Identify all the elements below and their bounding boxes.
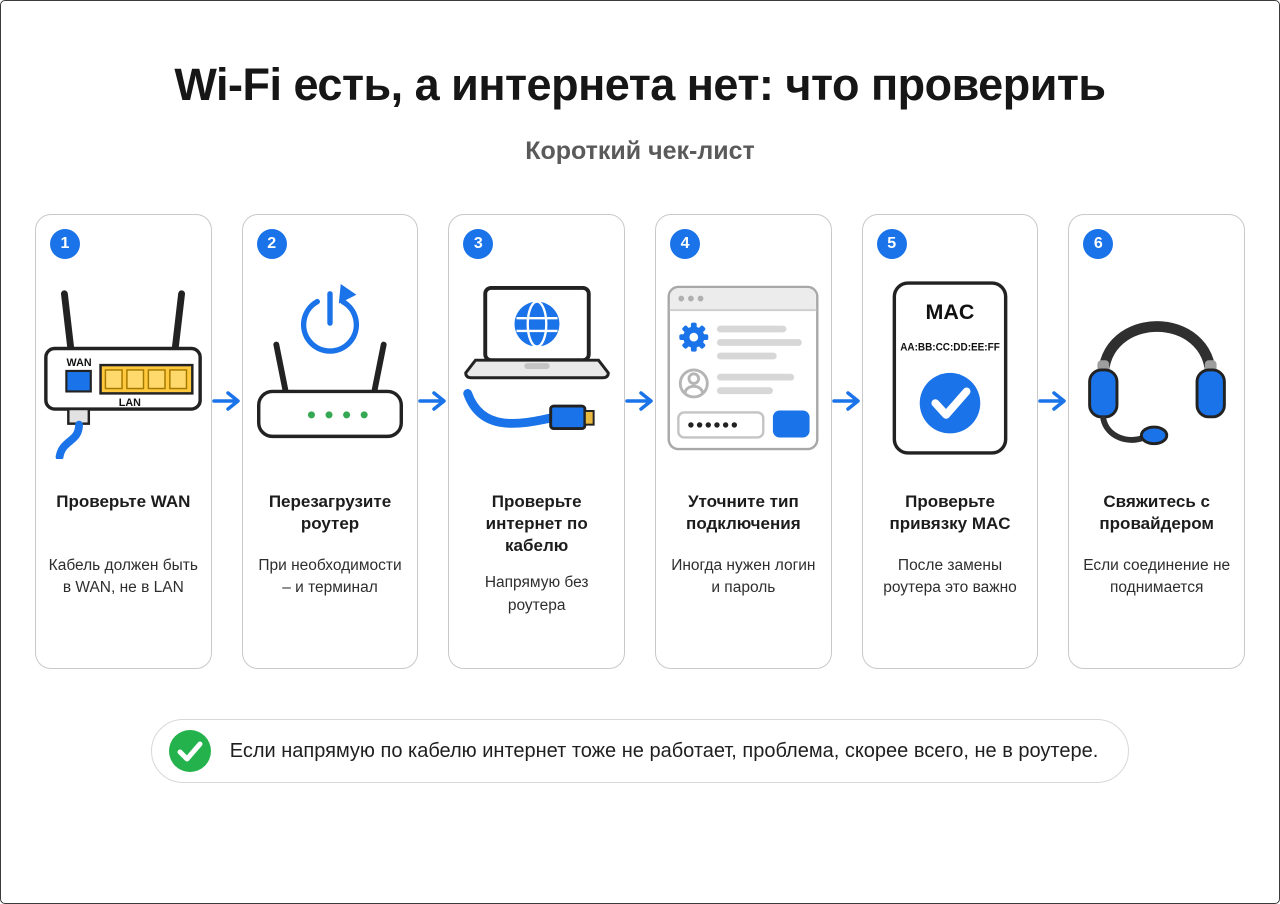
arrow-icon bbox=[625, 390, 655, 412]
step-card-4: 4 bbox=[655, 214, 832, 669]
step-number-badge: 6 bbox=[1083, 229, 1114, 259]
mac-card-title: MAC bbox=[926, 300, 975, 324]
router-wan-svg: WAN LAN bbox=[44, 289, 203, 459]
page-subtitle: Короткий чек-лист bbox=[525, 137, 755, 165]
arrow-icon bbox=[211, 390, 242, 412]
footer-note-text: Если напрямую по кабелю интернет тоже не… bbox=[229, 739, 1099, 762]
laptop-globe-cable-svg bbox=[462, 285, 610, 430]
step-title: Проверьте интернет по кабелю bbox=[485, 492, 588, 555]
login-settings-window-icon bbox=[656, 257, 831, 479]
lan-port-label: LAN bbox=[119, 397, 141, 409]
step-title: Уточните тип подключения bbox=[686, 492, 801, 533]
step-subtitle: После замены роутера это важно bbox=[883, 557, 1017, 597]
step-title: Проверьте WAN bbox=[56, 492, 191, 511]
step-card-1: 1 WAN LAN Проверьте W bbox=[35, 214, 212, 669]
page-title: Wi-Fi есть, а интернета нет: что провери… bbox=[174, 59, 1106, 110]
user-icon bbox=[679, 368, 710, 398]
step-number-badge: 5 bbox=[876, 229, 907, 259]
step-subtitle: Иногда нужен логин и пароль bbox=[671, 557, 816, 597]
step-subtitle: Напрямую без роутера bbox=[484, 574, 589, 614]
mac-card-check-svg: MAC AA:BB:CC:DD:EE:FF bbox=[892, 280, 1008, 455]
steps-row: 1 WAN LAN Проверьте W bbox=[35, 214, 1246, 669]
login-button-shape bbox=[773, 409, 810, 437]
footer-note: Если напрямую по кабелю интернет тоже не… bbox=[150, 719, 1130, 783]
step-card-2: 2 Перезагрузите роутер При необходимости… bbox=[241, 214, 419, 669]
step-title: Перезагрузите роутер bbox=[268, 492, 392, 533]
step-title: Свяжитесь с провайдером bbox=[1099, 492, 1214, 533]
step-card-6: 6 Свяжитесь с провайдером Если соединени… bbox=[1068, 214, 1246, 669]
step-card-5: 5 MAC AA:BB:CC:DD:EE:FF Проверьте привяз… bbox=[861, 214, 1039, 669]
mac-card-check-icon: MAC AA:BB:CC:DD:EE:FF bbox=[863, 257, 1038, 479]
check-icon bbox=[168, 729, 212, 773]
step-number-badge: 2 bbox=[256, 229, 287, 259]
router-restart-svg bbox=[257, 283, 403, 438]
step-number-badge: 1 bbox=[50, 229, 80, 259]
headset-svg bbox=[1087, 320, 1226, 445]
step-number-badge: 4 bbox=[670, 229, 701, 259]
step-subtitle: Если соединение не поднимается bbox=[1083, 557, 1231, 597]
password-field bbox=[677, 410, 765, 439]
headset-icon bbox=[1069, 257, 1244, 479]
step-card-3: 3 Проверьте интернет по кабелю Напрямую … bbox=[448, 214, 626, 669]
wan-port-label: WAN bbox=[67, 357, 92, 369]
arrow-icon bbox=[1038, 390, 1068, 412]
gear-icon bbox=[679, 322, 709, 352]
router-wan-icon: WAN LAN bbox=[36, 257, 211, 479]
step-number-badge: 3 bbox=[463, 229, 494, 259]
laptop-globe-cable-icon bbox=[449, 257, 624, 479]
arrow-icon bbox=[831, 390, 862, 412]
mac-address-text: AA:BB:CC:DD:EE:FF bbox=[900, 341, 1000, 353]
arrow-icon bbox=[418, 390, 448, 412]
step-title: Проверьте привязку MAC bbox=[889, 492, 1011, 533]
login-settings-window-svg bbox=[667, 285, 819, 450]
step-subtitle: При необходимости – и терминал bbox=[258, 557, 402, 597]
router-restart-icon bbox=[243, 257, 418, 479]
step-subtitle: Кабель должен быть в WAN, не в LAN bbox=[48, 557, 198, 597]
